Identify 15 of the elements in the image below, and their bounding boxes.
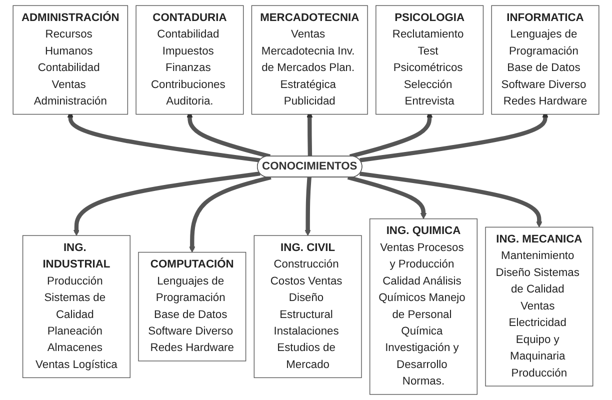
node-box: COMPUTACIÓN Lenguajes de Programación Base de Datos Software Diverso Redes Hardware: [138, 252, 246, 362]
arrow: [359, 172, 542, 228]
node-box: CONTADURIA Contabilidad Impuestos Finanzas Contribuciones Auditoria.: [136, 5, 244, 115]
arrow: [347, 175, 427, 220]
node-box: ING. MECANICA Mantenimiento Diseño Sistemas de Calidad Ventas Electricidad Equipo y Maquinaria Producción: [485, 226, 594, 386]
arrow: [73, 172, 260, 236]
node-box: MERCADOTECNIA Ventas Mercadotecnia Inv. de Mercados Plan. Estratégica Publicidad: [251, 5, 368, 115]
node-box: ING. INDUSTRIAL Producción Sistemas de Calidad Planeación Almacenes Ventas Logística: [22, 235, 130, 378]
arrow: [304, 177, 312, 236]
node-box: ADMINISTRACIÓN Recursos Humanos Contabilidad Ventas Administración: [12, 5, 128, 115]
node-box: ING. QUIMICA Ventas Procesos y Producción Calidad Análisis Químicos Manejo de Personal Química Investigación y Desarrollo Normas.: [370, 218, 478, 395]
node-box: INFORMATICA Lenguajes de Programación Base de Datos Software Diverso Redes Hardware: [491, 5, 600, 115]
arrow: [189, 175, 272, 253]
node-box: ING. CIVIL Construcción Costos Ventas Diseño Estructural Instalaciones Estudios de Mercado: [254, 235, 362, 378]
node-box: PSICOLOGIA Reclutamiento Test Psicométricos Selección Entrevista: [376, 5, 484, 115]
